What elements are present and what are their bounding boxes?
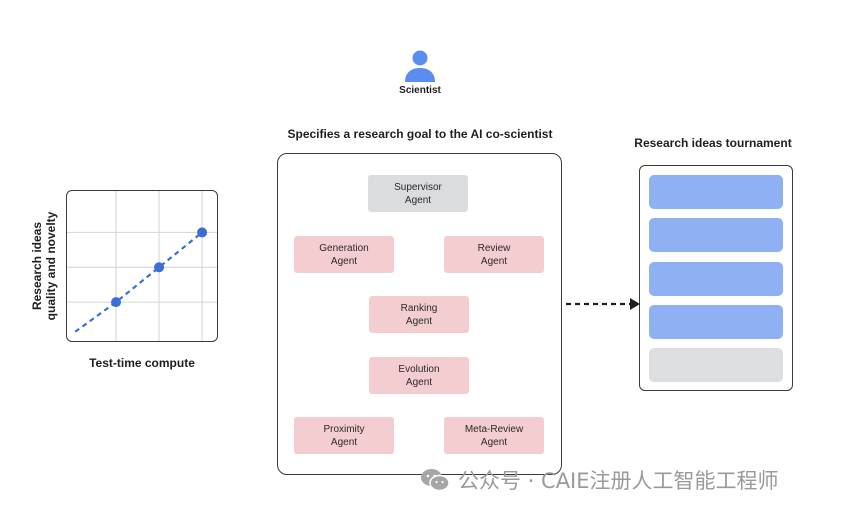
chart-y-axis-label: Research ideas quality and novelty (24, 190, 64, 342)
scientist-label: Scientist (399, 85, 441, 96)
supervisor-agent-suffix: Agent (404, 194, 432, 206)
meta-review-agent-suffix: Agent (480, 436, 508, 448)
ranking-agent-name: Ranking (400, 302, 438, 314)
chart-data-point (197, 227, 208, 238)
ranking-agent-suffix: Agent (405, 315, 433, 327)
evolution-agent-suffix: Agent (405, 376, 433, 388)
evolution-agent-name: Evolution (398, 363, 440, 375)
chart-ylabel-line2: quality and novelty (44, 211, 58, 321)
supervisor-agent-name: Supervisor (394, 181, 442, 193)
chart-x-axis-label: Test-time compute (89, 356, 195, 370)
review-agent-suffix: Agent (480, 255, 508, 267)
proximity-agent-suffix: Agent (330, 436, 358, 448)
review-agent-name: Review (477, 242, 511, 254)
chart-series-line (74, 231, 203, 333)
chart-data-point (154, 262, 165, 273)
chart-marks (74, 227, 208, 333)
chart-plot-area (67, 191, 217, 341)
wechat-icon (421, 469, 450, 492)
dashed-arrow-icon (566, 298, 640, 310)
idea-bar (649, 175, 783, 209)
chart-data-point (111, 297, 122, 308)
compute-quality-chart (66, 190, 218, 342)
chart-grid (67, 191, 217, 341)
proximity-agent-name: Proximity (323, 423, 365, 435)
idea-bar (649, 305, 783, 339)
idea-bar (649, 262, 783, 296)
tournament-label: Research ideas tournament (634, 136, 792, 150)
tournament-panel (639, 165, 793, 391)
generation-agent-suffix: Agent (330, 255, 358, 267)
idea-bar-empty (649, 348, 783, 382)
generation-agent-name: Generation (319, 242, 369, 254)
scientist-person-icon (405, 50, 435, 82)
chart-ylabel-line1: Research ideas (30, 221, 44, 311)
research-goal-label: Specifies a research goal to the AI co-s… (287, 127, 553, 141)
idea-bar (649, 218, 783, 252)
watermark-text: 公众号 · CAIE注册人工智能工程师 (458, 469, 779, 493)
watermark: 公众号 · CAIE注册人工智能工程师 (420, 466, 779, 494)
meta-review-agent-name: Meta-Review (464, 423, 524, 435)
